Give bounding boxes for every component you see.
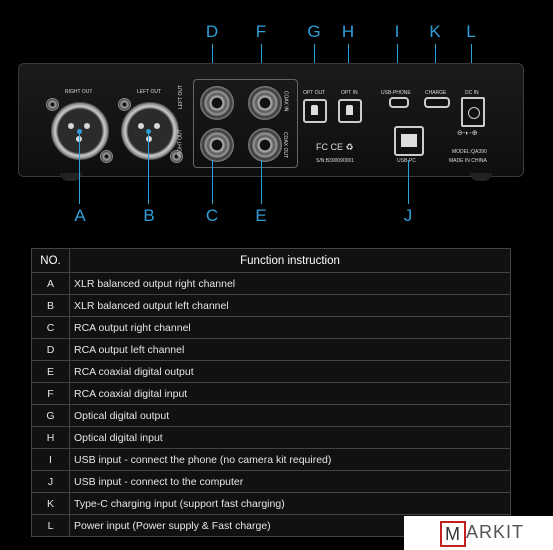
usb-phone-label: USB-PHONE — [381, 90, 411, 96]
opt-in-label: OPT IN — [341, 90, 358, 96]
row-no: D — [31, 338, 70, 361]
label-l: L — [466, 22, 476, 41]
label-c: C — [205, 206, 219, 225]
certification-marks: FC CE ♻ — [316, 142, 354, 152]
rca-block — [193, 79, 298, 168]
column-header-no: NO. — [31, 248, 70, 273]
rca-right-out — [200, 128, 234, 162]
dc-in-label: DC IN — [465, 90, 479, 96]
row-no: H — [31, 426, 70, 449]
device-rear-panel: RIGHT OUT LEFT OUT LEFT OUT RIGHT OUT CO… — [18, 63, 524, 177]
row-text: USB input - connect the phone (no camera… — [69, 448, 511, 471]
row-no: E — [31, 360, 70, 383]
row-no: B — [31, 294, 70, 317]
row-text: RCA output left channel — [69, 338, 511, 361]
device-foot-left — [60, 173, 82, 181]
row-no: C — [31, 316, 70, 339]
row-text: Power input (Power supply & Fast charge) — [69, 514, 511, 537]
opt-out-label: OPT OUT — [303, 90, 326, 96]
usb-phone-port — [389, 97, 409, 108]
right-out-label: RIGHT OUT — [65, 89, 93, 95]
column-header-function: Function instruction — [69, 248, 511, 273]
coax-in-label: COAX IN — [282, 90, 289, 112]
row-no: K — [31, 492, 70, 515]
label-h: H — [341, 22, 355, 41]
row-text: Type-C charging input (support fast char… — [69, 492, 511, 515]
left-out-label: LEFT OUT — [137, 89, 162, 95]
model-label: MODEL:QA390 — [452, 149, 487, 155]
usb-pc-label: USB-PC — [397, 158, 416, 164]
screw-icon — [118, 98, 131, 111]
label-g: G — [307, 22, 321, 41]
right-out-vertical-label: RIGHT OUT — [177, 129, 184, 157]
leader-line-j — [408, 160, 409, 204]
screw-icon — [100, 150, 113, 163]
label-i: I — [394, 22, 400, 41]
leader-line-e — [261, 160, 262, 204]
screw-icon — [46, 98, 59, 111]
brand-logo-m: M — [440, 521, 466, 547]
leader-line-a — [79, 131, 80, 204]
usb-pc-port — [394, 126, 424, 156]
label-a: A — [74, 206, 86, 225]
charge-label: CHARGE — [425, 90, 447, 96]
row-no: G — [31, 404, 70, 427]
row-no: J — [31, 470, 70, 493]
row-text: XLR balanced output left channel — [69, 294, 511, 317]
label-d: D — [205, 22, 219, 41]
label-e: E — [255, 206, 267, 225]
charge-port — [424, 97, 450, 108]
brand-logo-text: ARKIT — [466, 522, 525, 542]
row-no: F — [31, 382, 70, 405]
row-text: RCA coaxial digital input — [69, 382, 511, 405]
rca-left-out — [200, 86, 234, 120]
label-j: J — [403, 206, 413, 225]
brand-logo: M ARKIT — [404, 516, 553, 550]
serial-number: S/N:B390090001 — [316, 158, 355, 164]
row-text: Optical digital output — [69, 404, 511, 427]
leader-line-c — [212, 160, 213, 204]
dc-in-port — [461, 97, 485, 127]
optical-out-port — [303, 99, 327, 123]
row-text: XLR balanced output right channel — [69, 272, 511, 295]
row-text: RCA coaxial digital output — [69, 360, 511, 383]
row-no: L — [31, 514, 70, 537]
screw-icon — [170, 150, 183, 163]
made-in-label: MADE IN CHINA — [449, 158, 487, 164]
row-text: USB input - connect to the computer — [69, 470, 511, 493]
table-header-row: NO. Function instruction — [31, 248, 511, 273]
leader-line-b — [148, 131, 149, 204]
device-foot-right — [470, 173, 492, 181]
row-no: I — [31, 448, 70, 471]
label-k: K — [429, 22, 441, 41]
polarity-icon: ⊖-◐-⊕ — [457, 130, 478, 137]
row-text: Optical digital input — [69, 426, 511, 449]
label-b: B — [143, 206, 155, 225]
coax-out-label: COAX OUT — [282, 131, 289, 159]
left-out-vertical-label: LEFT OUT — [178, 84, 185, 110]
row-text: RCA output right channel — [69, 316, 511, 339]
rca-coax-in — [248, 86, 282, 120]
row-no: A — [31, 272, 70, 295]
optical-in-port — [338, 99, 362, 123]
rca-coax-out — [248, 128, 282, 162]
label-f: F — [255, 22, 267, 41]
